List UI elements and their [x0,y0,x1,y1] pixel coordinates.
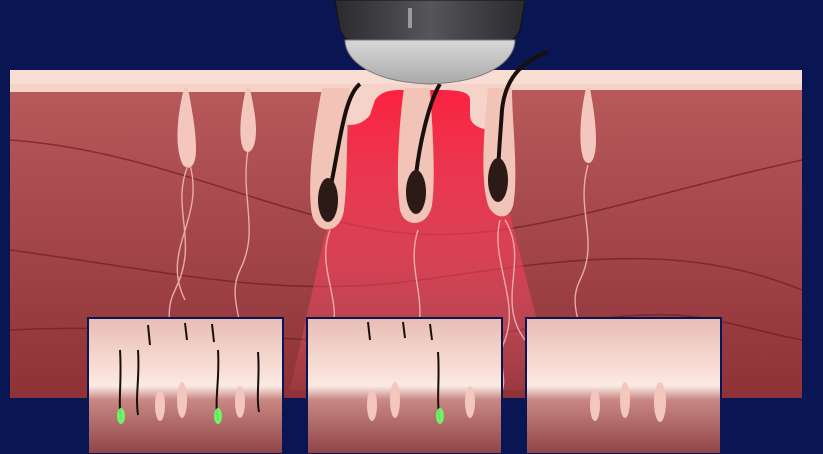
stage-panel-1 [88,318,283,454]
stage-panel-3 [526,318,721,454]
stage-panel-2 [307,318,502,454]
